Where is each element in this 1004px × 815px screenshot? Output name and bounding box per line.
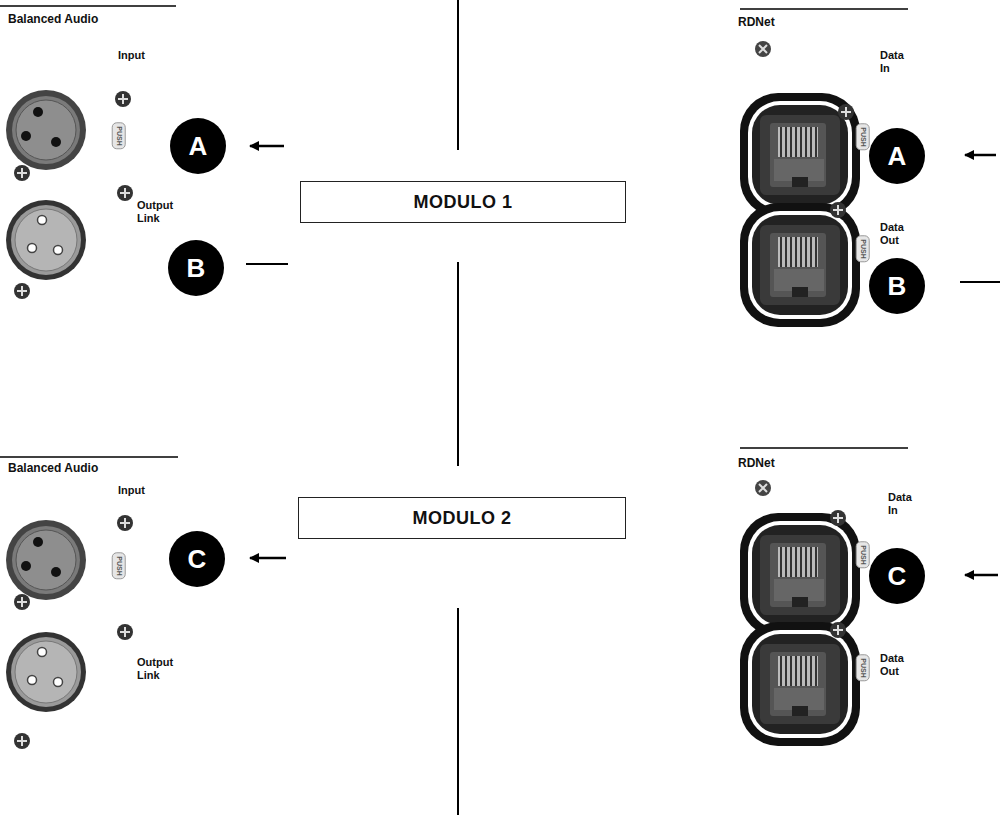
pointer-arrow (250, 146, 998, 575)
push-tab: PUSH (856, 542, 870, 569)
screw (830, 510, 846, 526)
xlr-male (6, 200, 86, 280)
port-label: Input (118, 49, 145, 62)
xlr-male (6, 632, 86, 712)
divider (457, 0, 459, 815)
rj45-connector (740, 93, 860, 217)
module-title: MODULO 2 (412, 508, 511, 529)
push-tab: PUSH (112, 123, 126, 150)
header-rule (0, 6, 908, 457)
port-label: Data In (888, 491, 924, 517)
screw (117, 185, 133, 201)
port-label: Output Link (137, 199, 185, 225)
push-tab: PUSH (856, 236, 870, 263)
section-title: Balanced Audio (8, 13, 98, 26)
rj45-connector (740, 513, 860, 637)
callout-circle: C (869, 548, 925, 604)
section-title: Balanced Audio (8, 462, 98, 475)
port-label: Data Out (880, 652, 916, 678)
push-tab: PUSH (112, 553, 126, 580)
callout-circle: B (168, 240, 224, 296)
screw (755, 41, 771, 57)
screw (830, 202, 846, 218)
callout-circle: B (869, 258, 925, 314)
callout-circle: A (170, 118, 226, 174)
screw (14, 733, 30, 749)
xlr-female (6, 520, 86, 600)
push-tab: PUSH (856, 124, 870, 151)
screw (755, 480, 771, 496)
section-title: RDNet (738, 16, 775, 29)
screw (14, 283, 30, 299)
callout-letter: A (189, 131, 208, 162)
screw (14, 594, 30, 610)
module-box: MODULO 1 (300, 181, 626, 223)
screw (14, 165, 30, 181)
port-label: Input (118, 484, 145, 497)
rj45-connector (740, 203, 860, 327)
port-label: Data In (880, 49, 916, 75)
callout-letter: B (187, 253, 206, 284)
screw (830, 622, 846, 638)
callout-circle: A (869, 128, 925, 184)
port-label: Output Link (137, 656, 185, 682)
module-box: MODULO 2 (298, 497, 626, 539)
callout-letter: A (888, 141, 907, 172)
screw (838, 104, 854, 120)
xlr-female (6, 90, 86, 170)
screw (117, 515, 133, 531)
section-title: RDNet (738, 457, 775, 470)
push-tab: PUSH (856, 655, 870, 682)
callout-letter: C (888, 561, 907, 592)
port-label: Data Out (880, 221, 916, 247)
screw (115, 91, 131, 107)
screw (117, 624, 133, 640)
callout-letter: B (888, 271, 907, 302)
module-title: MODULO 1 (413, 192, 512, 213)
callout-letter: C (188, 544, 207, 575)
callout-circle: C (169, 531, 225, 587)
rj45-connector (740, 622, 860, 746)
